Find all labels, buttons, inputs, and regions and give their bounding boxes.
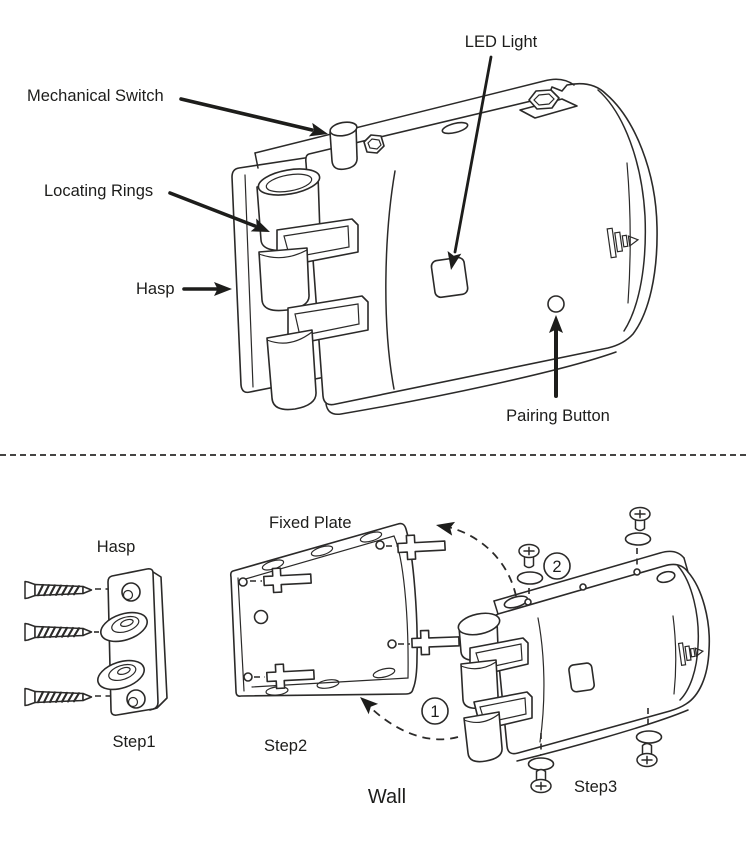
label-hasp: Hasp	[136, 280, 175, 298]
pan-screw-icon	[629, 506, 651, 532]
top-slot	[441, 121, 469, 135]
hasp-part	[97, 568, 168, 716]
arrow-rotate-top	[436, 521, 456, 536]
lock-mounted-illustration	[457, 550, 711, 763]
rotation-arrows: 1 2	[360, 521, 571, 741]
callout-number-2: 2	[552, 558, 561, 576]
fixing-screws	[516, 506, 663, 794]
signal-logo-icon	[677, 642, 705, 666]
pairing-button-dot	[547, 295, 565, 313]
washer-icon	[516, 571, 544, 585]
mount-screw-icon	[410, 628, 461, 656]
step2-group: Fixed Plate Step2	[229, 514, 461, 755]
lower-diagram: Hasp Step1	[23, 506, 711, 808]
arrow-hasp	[214, 282, 232, 296]
callout-arrows	[168, 55, 563, 398]
washer-icon	[624, 532, 652, 546]
label-locating-rings: Locating Rings	[44, 182, 153, 200]
screw-icon	[23, 580, 93, 600]
locating-ring-cup	[97, 659, 145, 691]
arrow-rotate-bottom	[360, 697, 379, 715]
label-hasp-step1: Hasp	[97, 538, 136, 556]
lock-device-illustration	[231, 78, 658, 416]
washer-icon	[527, 757, 555, 771]
callout-number-1: 1	[430, 703, 439, 721]
arrow-mechanical-switch	[308, 122, 328, 137]
mechanical-switch	[329, 121, 358, 171]
hex-nut	[363, 134, 385, 154]
label-pairing-button: Pairing Button	[506, 407, 610, 425]
hex-bolt	[519, 89, 578, 119]
washer-icon	[635, 730, 663, 744]
pan-screw-icon	[636, 742, 658, 768]
step3-group: Step3	[457, 506, 711, 796]
bottom-band	[325, 351, 617, 416]
upper-diagram: LED Light Mechanical Switch Locating Rin…	[27, 33, 658, 425]
label-mechanical-switch: Mechanical Switch	[27, 87, 164, 105]
locating-ring-cup	[100, 611, 148, 643]
pan-screw-icon	[518, 543, 540, 569]
screw-icon	[23, 687, 93, 707]
hasp-hinge	[256, 168, 369, 411]
arrow-pairing-button	[549, 315, 563, 333]
lock-body	[305, 82, 658, 406]
label-fixed-plate: Fixed Plate	[269, 514, 352, 532]
top-face	[254, 78, 575, 169]
arrow-locating-rings	[250, 218, 270, 232]
label-wall: Wall	[368, 786, 406, 808]
signal-logo-icon	[606, 227, 640, 259]
arrow-led-light	[447, 250, 462, 270]
pan-screw-icon	[530, 768, 552, 794]
led-window	[430, 256, 469, 299]
screw-icon	[23, 622, 93, 642]
led-window-step3	[568, 662, 595, 693]
label-step2: Step2	[264, 737, 307, 755]
callout-circle-2	[543, 552, 571, 580]
label-led-light: LED Light	[465, 33, 538, 51]
callout-circle-1	[421, 697, 449, 725]
hasp-hinge-step3	[457, 612, 533, 763]
fixed-plate-part	[229, 522, 418, 697]
label-step1: Step1	[112, 733, 155, 751]
label-step3: Step3	[574, 778, 617, 796]
step1-group: Hasp Step1	[23, 538, 168, 751]
